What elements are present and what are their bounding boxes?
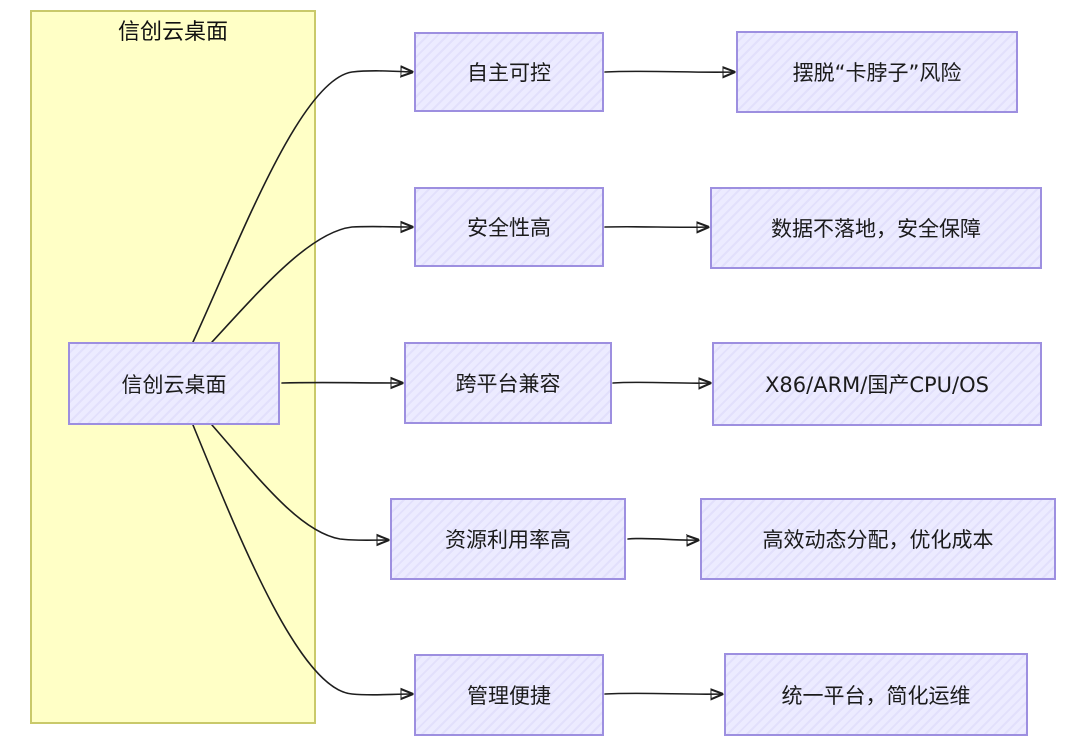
benefit-label: 摆脱“卡脖子”风险 — [792, 61, 962, 85]
feature-label: 安全性高 — [467, 216, 551, 240]
root-node-label: 信创云桌面 — [121, 372, 227, 397]
feature-label: 跨平台兼容 — [455, 372, 561, 396]
edge-feature-5-to-benefit-5 — [604, 693, 722, 694]
edge-feature-3-to-benefit-3 — [612, 382, 710, 383]
group-title: 信创云桌面 — [117, 20, 228, 45]
feature-label: 资源利用率高 — [445, 528, 571, 552]
benefit-node-management: 统一平台，简化运维 — [724, 653, 1028, 736]
benefit-label: X86/ARM/国产CPU/OS — [765, 373, 989, 397]
feature-node-autonomy: 自主可控 — [414, 32, 604, 112]
benefit-node-autonomy: 摆脱“卡脖子”风险 — [736, 31, 1018, 113]
benefit-label: 数据不落地，安全保障 — [771, 217, 981, 241]
root-node: 信创云桌面 — [68, 342, 280, 425]
edge-feature-2-to-benefit-2 — [604, 227, 708, 228]
feature-node-compatibility: 跨平台兼容 — [404, 342, 612, 424]
benefit-node-compatibility: X86/ARM/国产CPU/OS — [712, 342, 1042, 426]
feature-node-management: 管理便捷 — [414, 654, 604, 736]
edge-feature-1-to-benefit-1 — [604, 71, 734, 72]
benefit-label: 高效动态分配，优化成本 — [762, 528, 994, 552]
benefit-node-utilization: 高效动态分配，优化成本 — [700, 498, 1056, 580]
feature-label: 自主可控 — [467, 61, 551, 85]
feature-label: 管理便捷 — [467, 684, 551, 708]
feature-node-utilization: 资源利用率高 — [390, 498, 626, 580]
edge-feature-4-to-benefit-4 — [627, 538, 698, 540]
benefit-label: 统一平台，简化运维 — [781, 683, 971, 708]
benefit-node-security: 数据不落地，安全保障 — [710, 187, 1042, 269]
feature-node-security: 安全性高 — [414, 187, 604, 267]
